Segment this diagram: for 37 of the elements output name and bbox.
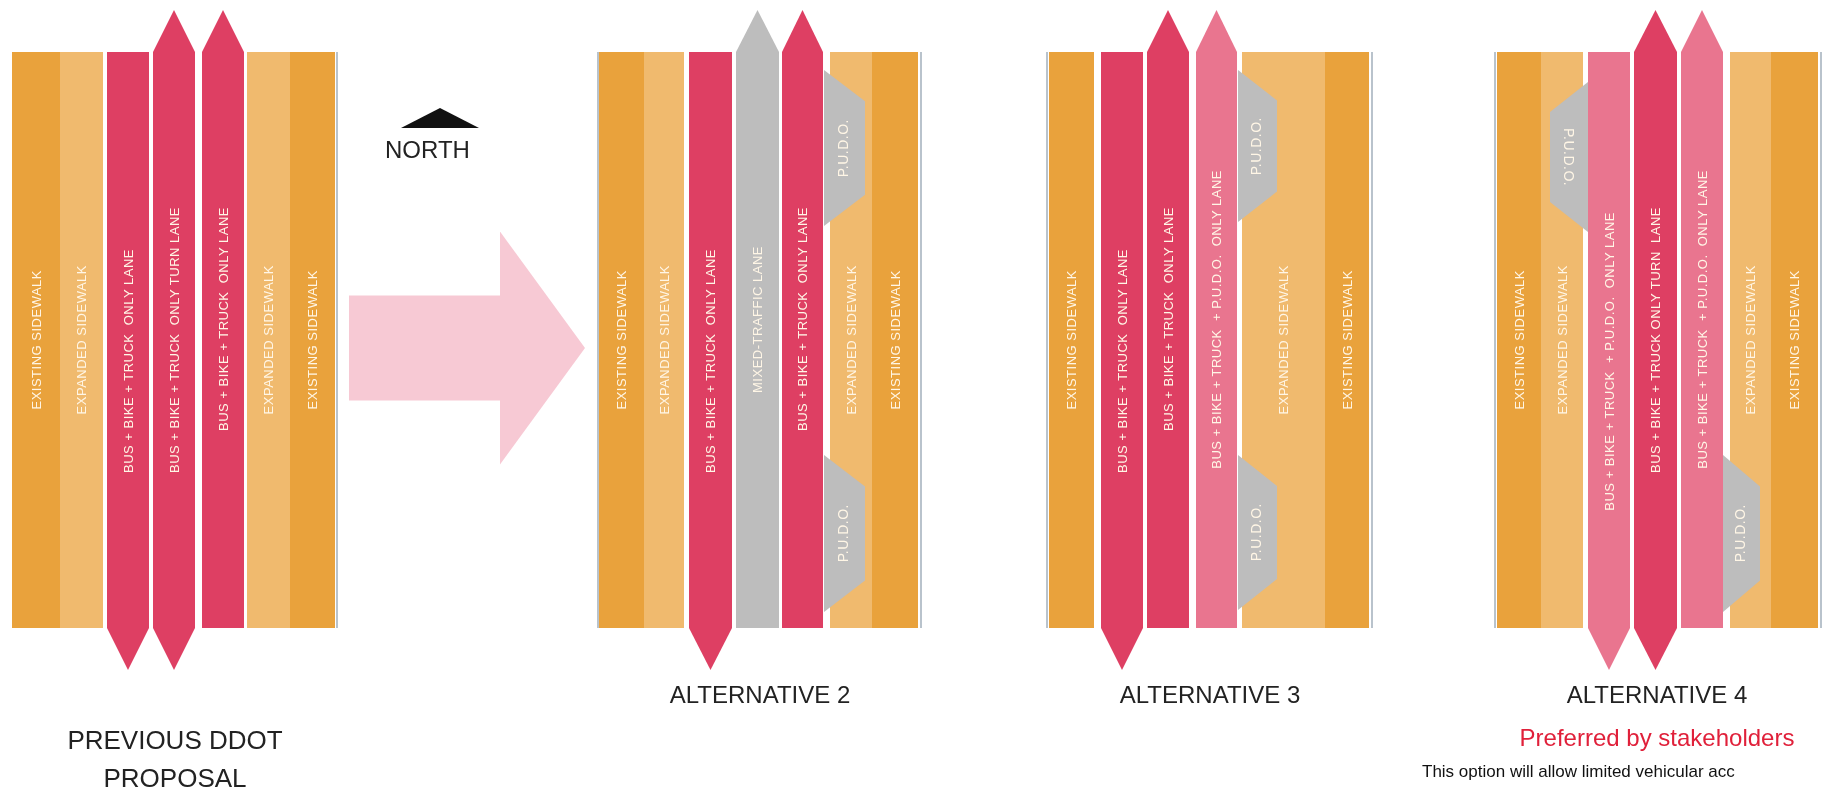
- travel-lane: BUS + BIKE + TRUCK + P.U.D.O. ONLY LANE: [1196, 10, 1237, 628]
- sidewalk-strip: EXISTING SIDEWALK: [1771, 52, 1818, 628]
- travel-lane: BUS + BIKE + TRUCK ONLY LANE: [782, 10, 823, 628]
- sidewalk-strip: EXPANDED SIDEWALK: [247, 52, 290, 628]
- sidewalk-strip: EXPANDED SIDEWALK: [644, 52, 684, 628]
- sidewalk-strip: EXISTING SIDEWALK: [1497, 52, 1541, 628]
- sidewalk-strip: EXPANDED SIDEWALK: [60, 52, 103, 628]
- preferred-note: Preferred by stakeholders: [1519, 722, 1795, 753]
- pickup-zone-shape: P.U.D.O.: [824, 70, 865, 226]
- travel-lane: BUS + BIKE + TRUCK ONLY LANE: [202, 10, 244, 628]
- sidewalk-strip: EXISTING SIDEWALK: [1049, 52, 1094, 628]
- sidewalk-strip: EXISTING SIDEWALK: [872, 52, 918, 628]
- travel-lane: BUS + BIKE + TRUCK + P.U.D.O. ONLY LANE: [1681, 10, 1723, 628]
- block-arrow: [349, 231, 585, 465]
- travel-lane: BUS + BIKE + TRUCK + P.U.D.O. ONLY LANE: [1588, 52, 1630, 670]
- sidewalk-strip: EXISTING SIDEWALK: [12, 52, 60, 628]
- pickup-zone-shape: P.U.D.O.: [1238, 455, 1277, 610]
- section-caption: ALTERNATIVE 4: [1565, 680, 1749, 710]
- pickup-zone-shape: P.U.D.O.: [824, 455, 865, 612]
- sidewalk-strip: EXISTING SIDEWALK: [1325, 52, 1369, 628]
- travel-lane: BUS + BIKE + TRUCK ONLY LANE: [689, 52, 732, 670]
- note-text: This option will allow limited vehicular acc: [1422, 762, 1735, 782]
- section-caption: PREVIOUS DDOT PROPOSAL: [45, 722, 305, 789]
- travel-lane: BUS + BIKE + TRUCK ONLY LANE: [107, 52, 149, 670]
- pickup-zone-shape: P.U.D.O.: [1723, 455, 1760, 612]
- travel-lane: BUS + BIKE + TRUCK ONLY TURN LANE: [1634, 10, 1677, 670]
- sidewalk-strip: EXISTING SIDEWALK: [290, 52, 335, 628]
- travel-lane: BUS + BIKE + TRUCK ONLY LANE: [1147, 10, 1189, 628]
- travel-lane: BUS + BIKE + TRUCK ONLY TURN LANE: [153, 10, 195, 670]
- section-caption: ALTERNATIVE 3: [1119, 678, 1301, 713]
- pickup-zone-shape: P.U.D.O.: [1238, 70, 1277, 222]
- pickup-zone-shape: P.U.D.O.: [1550, 82, 1588, 232]
- direction-label: NORTH: [385, 136, 470, 164]
- travel-lane: BUS + BIKE + TRUCK ONLY LANE: [1101, 52, 1143, 670]
- section-caption: ALTERNATIVE 2: [669, 678, 851, 713]
- sidewalk-strip: EXISTING SIDEWALK: [599, 52, 644, 628]
- travel-lane: MIXED-TRAFFIC LANE: [736, 10, 779, 628]
